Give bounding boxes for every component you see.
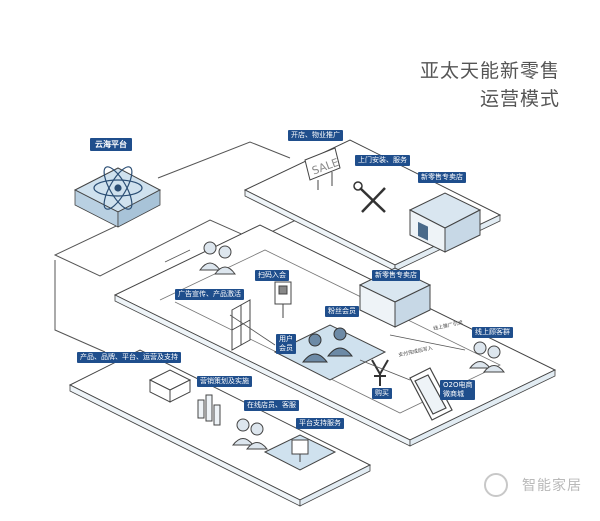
atom-icon [93, 166, 143, 210]
buy-label: 购买 [372, 388, 392, 399]
store-open-label: 开店、物业推广 [288, 130, 343, 141]
support-label: 平台支持服务 [296, 418, 344, 429]
phone-icon [409, 367, 453, 421]
people-group-icon [199, 241, 236, 275]
staff-icon [231, 418, 269, 450]
online-staff-label: 在线店员、客服 [244, 400, 299, 411]
display-panel-icon [231, 299, 251, 351]
store-top-icon [408, 192, 482, 253]
ads-label: 广告宣传、产品激活 [175, 289, 244, 300]
store-mid-label: 新零售专卖店 [372, 270, 420, 281]
fans-label: 粉丝会员 [325, 306, 359, 317]
boxes-icon [148, 369, 192, 403]
users-label: 用户 会员 [276, 334, 296, 354]
flow-path-left [54, 260, 106, 353]
bar-chart-icon [197, 394, 221, 426]
platform-label: 云海平台 [90, 138, 132, 151]
yen-icon [371, 359, 389, 386]
watermark-logo-icon [484, 473, 508, 497]
tools-icon [353, 181, 386, 213]
members-icon [301, 327, 354, 363]
arrow-line [359, 359, 411, 381]
scan-sign-icon [274, 281, 292, 318]
products-label: 产品、品牌、平台、运营及支持 [77, 352, 181, 363]
arrow-line [229, 314, 276, 346]
online-group-label: 线上顾客群 [472, 327, 513, 338]
flow-path-top [157, 141, 291, 179]
page-subtitle: 运营模式 [479, 88, 560, 110]
install-label: 上门安装、服务 [355, 155, 410, 166]
o2o-label: O2O电商 微商城 [440, 380, 476, 400]
trophy-icon [291, 439, 309, 462]
page-title: 亚太天能新零售 [419, 60, 560, 82]
online-customers-icon [468, 341, 506, 373]
marketing-label: 营销策划及实施 [197, 376, 252, 387]
watermark: 智能家居 [522, 478, 582, 494]
store-top-label: 新零售专卖店 [418, 172, 466, 183]
scan-label: 扫码入会 [255, 270, 289, 281]
member-platform [273, 324, 387, 381]
arrow-line [389, 334, 466, 351]
arrow-line [164, 249, 191, 263]
